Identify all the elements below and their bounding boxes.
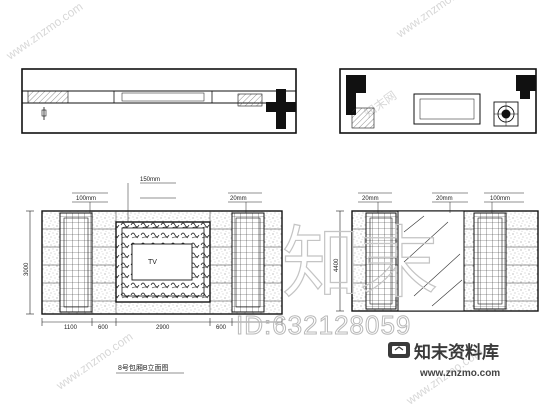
elevation-right: [351, 210, 539, 312]
dim-left-0: 1100: [64, 325, 78, 331]
annotation-right-0: 20mm: [362, 196, 379, 202]
annotation-right-1: 20mm: [436, 196, 453, 202]
logo-mark-icon: [388, 342, 410, 358]
drawing-caption: 8号包厢B立面图: [118, 363, 169, 372]
annotation-left-1: 100mm: [76, 196, 96, 202]
watermark-brand-large: 知末: [282, 219, 438, 307]
wm-diag-2: www.znzmo.com: [393, 0, 476, 41]
plan-view-left: [21, 68, 297, 134]
dim-right-height: 4400: [334, 258, 340, 272]
dim-left-1: 600: [98, 325, 109, 331]
annotations-right: [358, 192, 524, 213]
dim-left-height: 3000: [24, 262, 30, 276]
plan-view-right: [339, 68, 537, 134]
dim-left-2: 2900: [156, 325, 170, 331]
wm-diag-0: www.znzmo.com: [3, 0, 86, 63]
logo-text: 知末资料库: [413, 342, 499, 363]
znzmo-logo: 知末资料库 www.znzmo.com: [388, 342, 500, 379]
logo-url: www.znzmo.com: [419, 368, 500, 379]
annotations-left: [72, 182, 262, 222]
wm-diag-3: www.znzmo.com: [53, 329, 136, 393]
watermark-id: ID:632128059: [236, 310, 411, 340]
annotation-left-0: 150mm: [140, 177, 160, 183]
dim-left-3: 600: [216, 325, 227, 331]
dimensions-right: [336, 210, 344, 312]
annotation-left-2: 20mm: [230, 196, 247, 202]
annotation-right-2: 100mm: [490, 196, 510, 202]
tv-label: TV: [148, 259, 157, 266]
elevation-left: TV: [41, 210, 283, 315]
dimensions-left: [26, 210, 283, 326]
